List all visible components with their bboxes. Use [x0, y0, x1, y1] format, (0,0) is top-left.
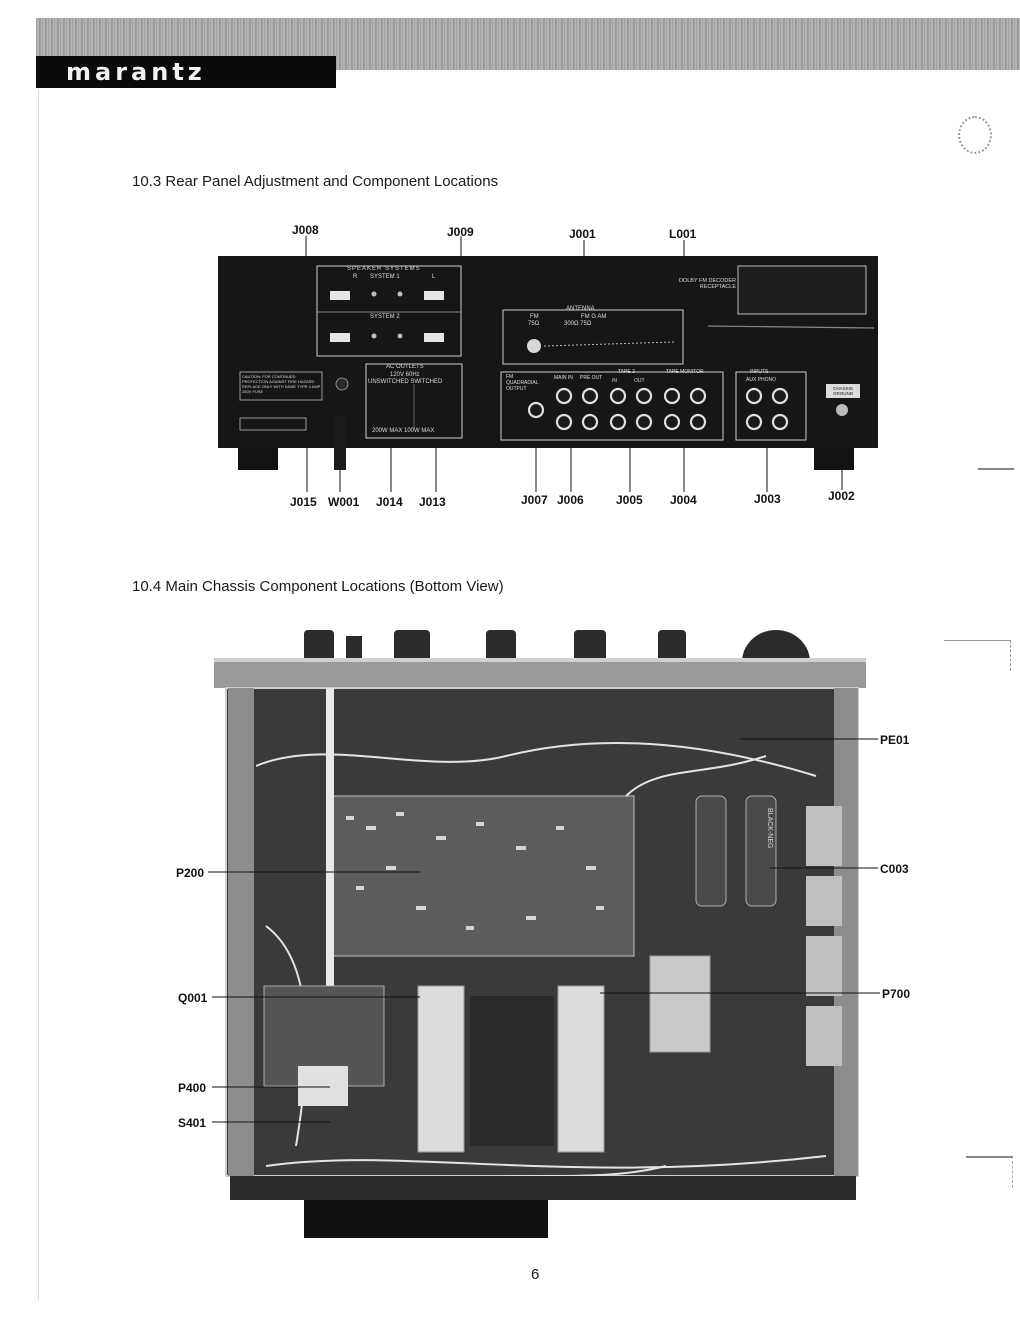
callout-j004: J004: [670, 493, 697, 507]
callout-p200: P200: [176, 866, 205, 880]
main-chassis-photo: BLACK-NEG: [206, 626, 876, 1242]
label-tape-2-out: OUT: [634, 378, 645, 384]
label-l: L: [432, 274, 436, 280]
callout-w001: W001: [328, 495, 360, 509]
callout-j002: J002: [828, 489, 855, 503]
section-heading-main-chassis: 10.4 Main Chassis Component Locations (B…: [132, 578, 504, 595]
scan-artifact: [978, 456, 1014, 470]
label-r: R: [353, 274, 358, 280]
label-system-1: SYSTEM 1: [370, 274, 400, 280]
label-system-2: SYSTEM 2: [370, 314, 400, 320]
callout-j008: J008: [292, 223, 319, 237]
label-fm-300: 300Ω 75Ω: [564, 321, 592, 327]
brand-logo-text: marantz: [66, 58, 206, 86]
label-chassis-ground: CHASSIS GROUND: [833, 386, 853, 396]
callout-j003: J003: [754, 492, 781, 506]
label-max-ratings: 200W MAX 100W MAX: [372, 428, 435, 434]
label-fm-quadradial: FM QUADRADIAL OUTPUT: [506, 374, 539, 392]
callout-l001: L001: [669, 227, 697, 241]
label-fuse-caution: CAUTION: FOR CONTINUED PROTECTION AGAINS…: [242, 374, 321, 394]
callout-j015: J015: [290, 495, 317, 509]
callout-j007: J007: [521, 493, 548, 507]
label-aux-phono: AUX PHONO: [746, 377, 777, 383]
callout-q001: Q001: [178, 991, 208, 1005]
label-speaker-systems: SPEAKER SYSTEMS: [347, 266, 421, 272]
callout-s401: S401: [178, 1116, 207, 1130]
label-main-in: MAIN IN: [554, 375, 573, 381]
brand-logo: marantz: [36, 56, 336, 88]
rear-panel-figure: SPEAKER SYSTEMS SYSTEM 1 R L SYSTEM 2 AC…: [214, 236, 880, 498]
callout-p400: P400: [178, 1081, 207, 1095]
scan-artifact: [958, 116, 992, 154]
label-capacitor-polarity: BLACK-NEG: [766, 808, 773, 849]
callout-j009: J009: [447, 225, 474, 239]
label-fm: FM: [530, 314, 539, 320]
label-dolby-receptacle: DOLBY FM DECODER RECEPTACLE: [678, 278, 736, 290]
callout-c003: C003: [880, 862, 909, 876]
label-tape-2-in: IN: [612, 378, 617, 384]
callout-p700: P700: [882, 987, 911, 1001]
scan-artifact: [966, 1156, 1013, 1188]
label-pre-out: PRE OUT: [580, 375, 603, 381]
callout-j014: J014: [376, 495, 403, 509]
label-fm-75: 75Ω: [528, 321, 540, 327]
label-tape-2: TAPE 2: [618, 369, 635, 375]
label-ac-outlets: AC OUTLETS: [386, 364, 424, 370]
binding-margin-line: [38, 90, 39, 1300]
label-ac-voltage: 120V 60Hz: [390, 372, 420, 378]
page-number: 6: [531, 1266, 540, 1283]
label-inputs: INPUTS: [750, 369, 769, 375]
label-antenna: ANTENNA: [566, 306, 595, 312]
scan-artifact: [944, 640, 1011, 671]
label-tape-monitor: TAPE MONITOR: [666, 369, 704, 375]
callout-j013: J013: [419, 495, 446, 509]
callout-pe01: PE01: [880, 733, 910, 747]
section-heading-rear-panel: 10.3 Rear Panel Adjustment and Component…: [132, 173, 499, 190]
callout-j006: J006: [557, 493, 584, 507]
callout-j005: J005: [616, 493, 643, 507]
label-unswitched-switched: UNSWITCHED SWITCHED: [368, 379, 443, 385]
label-fm-g-am: FM G AM: [581, 314, 607, 320]
callout-j001: J001: [569, 227, 596, 241]
